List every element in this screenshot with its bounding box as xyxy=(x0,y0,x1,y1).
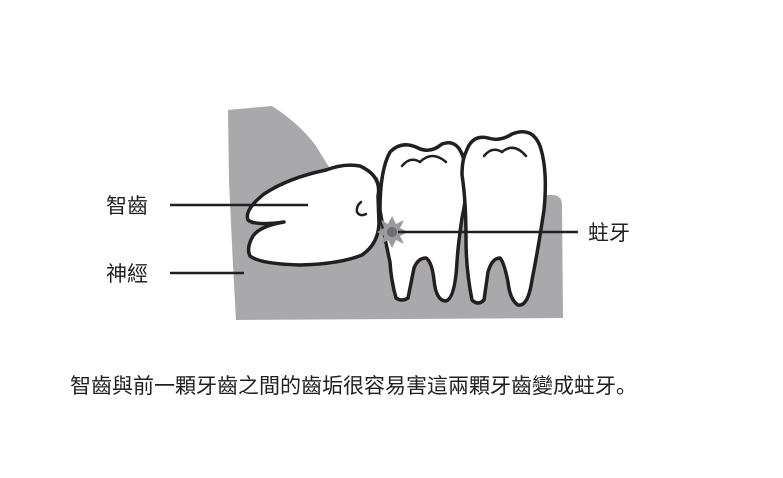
label-nerve: 神經 xyxy=(106,262,148,286)
first-molar-fissure-left xyxy=(482,148,504,158)
first-molar-fissure-right xyxy=(500,146,528,158)
first-molar xyxy=(460,130,548,307)
wisdom-tooth xyxy=(245,163,381,267)
second-molar-fissure-left xyxy=(400,158,422,168)
caption: 智齒與前一顆牙齒之間的齒垢很容易害這兩顆牙齒變成蛀牙。 xyxy=(70,374,637,398)
second-molar xyxy=(378,141,469,303)
second-molar-fissure-right xyxy=(418,154,448,164)
label-cavity: 蛀牙 xyxy=(588,221,630,245)
wisdom-tooth-fissure xyxy=(355,200,368,217)
label-wisdom-tooth: 智齒 xyxy=(106,194,148,218)
cavity-spot xyxy=(377,216,408,248)
